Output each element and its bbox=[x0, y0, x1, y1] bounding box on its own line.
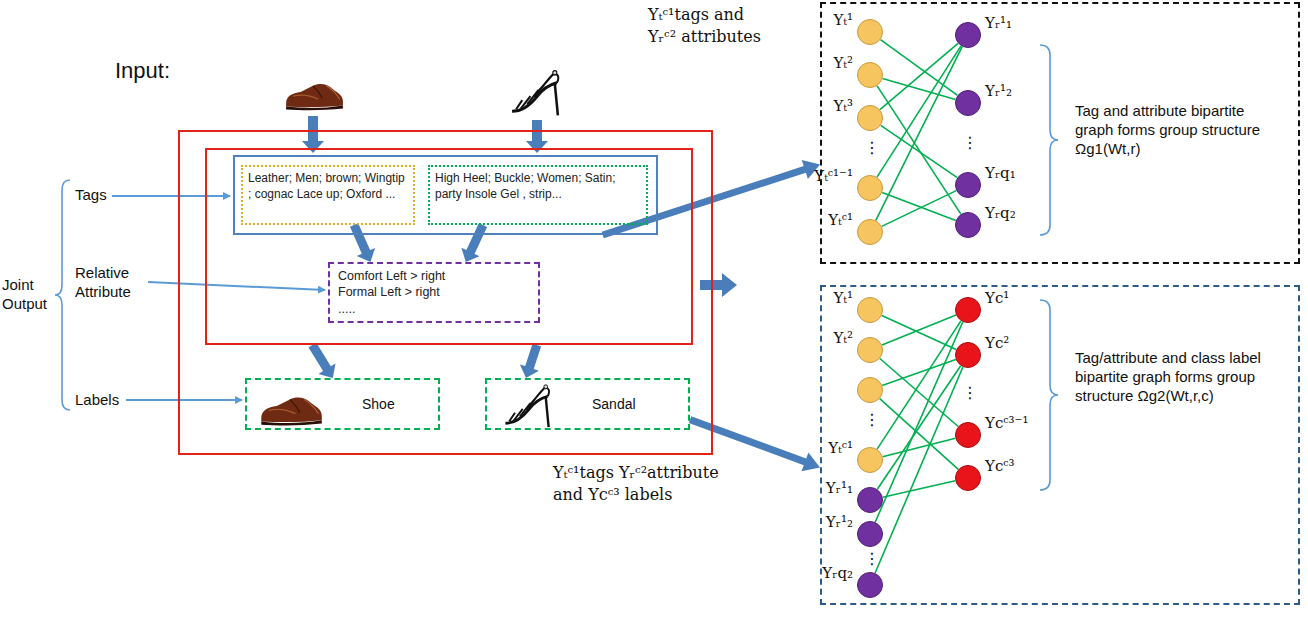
graph-panel: Tag/attribute and class label bipartite … bbox=[820, 285, 1300, 605]
block-arrow bbox=[309, 343, 336, 378]
tag-list-box: High Heel; Buckle; Women; Satin; party I… bbox=[428, 165, 648, 225]
node-symbol: Ycᶜ³⁻¹ bbox=[985, 414, 1028, 432]
tag-node: Yₜᶜ¹ bbox=[857, 219, 883, 245]
panel-note: Tag/attribute and class label bipartite … bbox=[1075, 349, 1280, 405]
block-arrow bbox=[520, 344, 541, 378]
node-symbol: Yᵣ¹₁ bbox=[826, 479, 853, 497]
graph-edge bbox=[880, 399, 959, 470]
box-text: High Heel; Buckle; Women; Satin; party I… bbox=[435, 171, 641, 202]
node-symbol: Yᵣ¹₂ bbox=[826, 513, 853, 531]
node-symbol: Yc¹ bbox=[985, 289, 1009, 307]
graph-edge bbox=[875, 367, 963, 573]
label-box: Shoe bbox=[245, 378, 440, 430]
attribute-node: Yᵣq₂ bbox=[857, 572, 883, 598]
box-text: ..... bbox=[338, 301, 530, 317]
tag-node: Yₜᶜ¹ bbox=[857, 447, 883, 473]
node-symbol: Yc² bbox=[985, 334, 1009, 352]
attribute-node: Yᵣq₁ bbox=[955, 172, 981, 198]
node-symbol: Yₜᶜ¹ bbox=[828, 211, 853, 229]
math-caption: Yₜᶜ¹tags and Yᵣᶜ² attributes bbox=[648, 4, 766, 47]
graph-edge bbox=[882, 315, 956, 345]
node-symbol: Yₜ¹ bbox=[833, 289, 853, 307]
ellipsis-mark: ⋮ bbox=[864, 410, 878, 429]
graph-edge bbox=[880, 359, 958, 427]
graph-panel: Tag and attribute bipartite graph forms … bbox=[820, 2, 1300, 264]
block-arrow bbox=[350, 223, 375, 262]
node-symbol: Yᵣq₁ bbox=[985, 164, 1016, 182]
box-text: Formal Left > right bbox=[338, 284, 530, 300]
class-node: Ycᶜ³⁻¹ bbox=[955, 422, 981, 448]
box-text: Shoe bbox=[362, 396, 395, 412]
tag-node: Yₜ¹ bbox=[857, 19, 883, 45]
block-arrow bbox=[461, 223, 487, 262]
graph-edge bbox=[881, 40, 958, 96]
box-text: Sandal bbox=[592, 396, 636, 412]
sandal-picture bbox=[505, 71, 558, 427]
node-symbol: Yₜᶜ¹⁻¹ bbox=[814, 167, 853, 185]
class-node: Yc² bbox=[955, 342, 981, 368]
panel-note: Tag and attribute bipartite graph forms … bbox=[1075, 102, 1280, 158]
group-label: Joint Output bbox=[2, 276, 52, 314]
class-node: Yc¹ bbox=[955, 297, 981, 323]
tag-node: Yₜᶜ¹⁻¹ bbox=[857, 175, 883, 201]
node-symbol: Yᵣq₂ bbox=[985, 204, 1016, 222]
tag-node bbox=[857, 377, 883, 403]
attribute-node: Yᵣ¹₁ bbox=[857, 487, 883, 513]
attribute-node: Yᵣ¹₂ bbox=[955, 90, 981, 116]
graph-edge bbox=[875, 322, 963, 522]
math-caption: Yₜᶜ¹tags Yᵣᶜ²attribute and Ycᶜ³ labels bbox=[553, 462, 731, 505]
graph-edge bbox=[883, 481, 956, 497]
box-text: Leather; Men; brown; Wingtip ; cognac La… bbox=[248, 171, 408, 202]
region-box: Leather; Men; brown; Wingtip ; cognac La… bbox=[178, 130, 713, 455]
node-symbol: Yᵣ¹₂ bbox=[985, 82, 1012, 100]
graph-edge bbox=[880, 43, 958, 109]
graph-edge bbox=[883, 438, 956, 457]
attribute-node: Yᵣq₂ bbox=[955, 212, 981, 238]
row-label: Labels bbox=[75, 391, 125, 410]
graph-edge bbox=[877, 46, 961, 177]
shoe-picture bbox=[261, 84, 343, 425]
label-box: Sandal bbox=[485, 378, 690, 430]
node-symbol: Yᵣ¹₁ bbox=[985, 14, 1012, 32]
tags-box: Leather; Men; brown; Wingtip ; cognac La… bbox=[233, 155, 658, 235]
node-symbol: Yₜᶜ¹ bbox=[828, 439, 853, 457]
ellipsis-mark: ⋮ bbox=[962, 133, 976, 152]
attribute-node: Yᵣ¹₂ bbox=[857, 521, 883, 547]
pointer-arrow bbox=[112, 196, 325, 400]
tag-node: Yₜ³ bbox=[857, 105, 883, 131]
box-text: Comfort Left > right bbox=[338, 268, 530, 284]
block-arrow bbox=[602, 160, 820, 238]
tag-node: Yₜ¹ bbox=[857, 297, 883, 323]
ellipsis-mark: ⋮ bbox=[864, 549, 878, 568]
brace bbox=[55, 45, 1058, 490]
attribute-node: Yᵣ¹₁ bbox=[955, 22, 981, 48]
block-arrow bbox=[302, 116, 737, 297]
tag-node: Yₜ² bbox=[857, 337, 883, 363]
ellipsis-mark: ⋮ bbox=[962, 383, 976, 402]
tag-list-box: Leather; Men; brown; Wingtip ; cognac La… bbox=[241, 165, 415, 225]
tag-node: Yₜ² bbox=[857, 62, 883, 88]
node-symbol: Yₜ² bbox=[833, 329, 853, 347]
row-label: Tags bbox=[75, 186, 115, 205]
class-node: Ycᶜ³ bbox=[955, 465, 981, 491]
node-symbol: Yᵣq₂ bbox=[822, 564, 853, 582]
row-label: Relative Attribute bbox=[75, 264, 143, 302]
node-symbol: Yₜ³ bbox=[833, 97, 853, 115]
node-symbol: Yₜ¹ bbox=[833, 11, 853, 29]
attribute-box: Comfort Left > rightFormal Left > right.… bbox=[328, 262, 540, 323]
input-heading: Input: bbox=[115, 58, 205, 84]
region-box: Leather; Men; brown; Wingtip ; cognac La… bbox=[205, 148, 693, 345]
node-symbol: Yₜ² bbox=[833, 54, 853, 72]
ellipsis-mark: ⋮ bbox=[864, 138, 878, 157]
node-symbol: Ycᶜ³ bbox=[985, 457, 1015, 475]
graph-edge bbox=[882, 191, 957, 227]
